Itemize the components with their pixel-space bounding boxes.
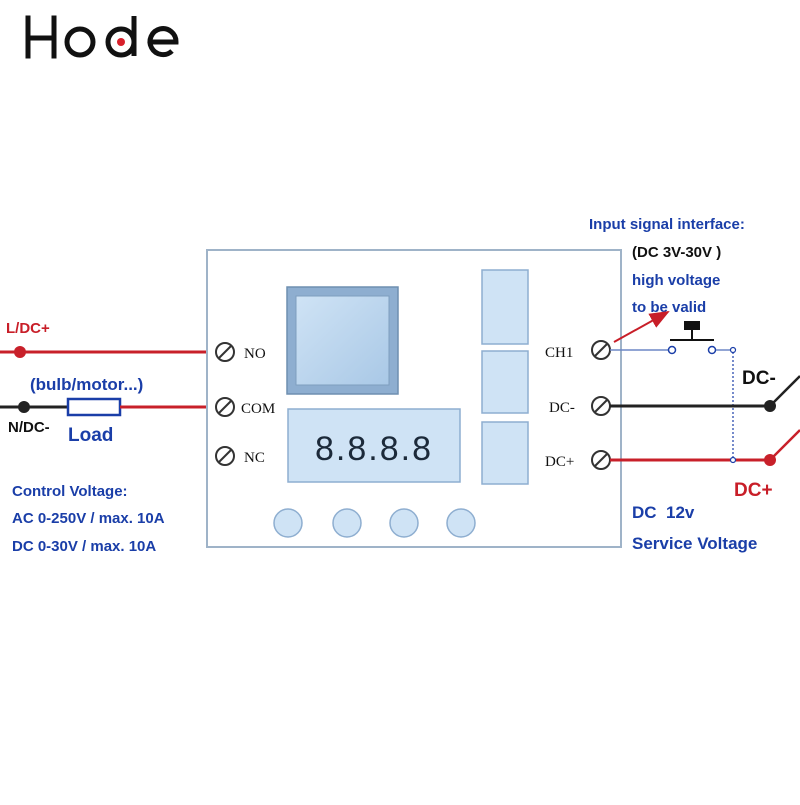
relay-module-board bbox=[206, 249, 622, 548]
line-in-wire bbox=[0, 346, 220, 358]
board-button-2[interactable] bbox=[332, 508, 362, 538]
terminal-label-no: NO bbox=[244, 346, 266, 362]
relay-component bbox=[286, 286, 399, 395]
line-in-label: L/DC+ bbox=[6, 320, 50, 337]
input-signal-wire bbox=[610, 345, 737, 460]
terminal-label-dc-plus: DC+ bbox=[545, 454, 574, 470]
terminal-ch1 bbox=[591, 340, 611, 360]
push-switch-icon bbox=[670, 321, 714, 341]
logo-red-dot bbox=[117, 38, 125, 46]
component-block-3 bbox=[481, 421, 529, 485]
input-signal-line1: high voltage bbox=[632, 272, 720, 289]
led-display bbox=[287, 408, 461, 483]
input-signal-title: Input signal interface: bbox=[589, 216, 745, 233]
dc-plus-wire bbox=[610, 429, 800, 466]
terminal-label-nc: NC bbox=[244, 450, 265, 466]
service-voltage-line2: Service Voltage bbox=[632, 534, 757, 553]
component-block-2 bbox=[481, 350, 529, 414]
load-label: Load bbox=[68, 425, 113, 446]
control-voltage-title: Control Voltage: bbox=[12, 483, 128, 500]
board-buttons bbox=[273, 508, 476, 538]
control-voltage-dc: DC 0-30V / max. 10A bbox=[12, 538, 156, 555]
terminal-com bbox=[215, 397, 235, 417]
component-block-1 bbox=[481, 269, 529, 345]
input-signal-range: (DC 3V-30V ) bbox=[632, 244, 721, 261]
terminal-nc bbox=[215, 446, 235, 466]
terminal-dc-plus bbox=[591, 450, 611, 470]
hode-logo bbox=[25, 15, 179, 59]
terminal-label-ch1: CH1 bbox=[545, 345, 573, 361]
board-button-1[interactable] bbox=[273, 508, 303, 538]
dc-minus-wire bbox=[610, 375, 800, 412]
dc-minus-label: DC- bbox=[742, 368, 776, 389]
terminal-no bbox=[215, 342, 235, 362]
terminal-label-com: COM bbox=[241, 401, 275, 417]
led-display-digits: 8.8.8.8 bbox=[315, 430, 433, 468]
control-voltage-ac: AC 0-250V / max. 10A bbox=[12, 510, 165, 527]
service-voltage-line1: DC 12v bbox=[632, 503, 695, 522]
load-hint-label: (bulb/motor...) bbox=[30, 375, 143, 394]
neutral-label: N/DC- bbox=[8, 419, 50, 436]
neutral-wire bbox=[0, 397, 220, 417]
input-signal-line2: to be valid bbox=[632, 299, 706, 316]
dc-plus-label: DC+ bbox=[734, 480, 773, 501]
load-resistor-symbol bbox=[66, 397, 122, 417]
input-signal-arrow bbox=[613, 311, 670, 343]
terminal-label-dc-minus: DC- bbox=[549, 400, 575, 416]
board-button-4[interactable] bbox=[446, 508, 476, 538]
board-button-3[interactable] bbox=[389, 508, 419, 538]
terminal-dc-minus bbox=[591, 396, 611, 416]
